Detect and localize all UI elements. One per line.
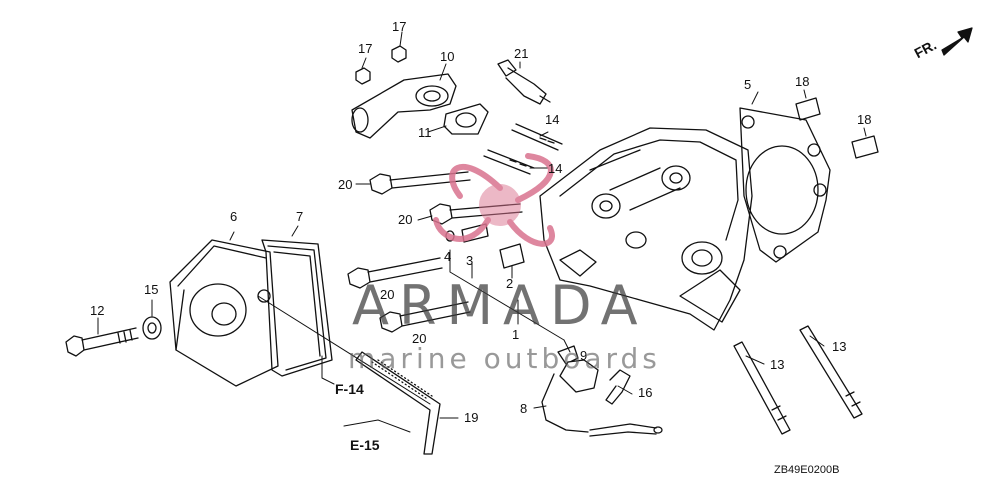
oil-sensor <box>541 345 663 437</box>
dowel-18 <box>795 97 879 159</box>
callout-20: 20 <box>380 287 395 302</box>
callout-14: 14 <box>548 161 563 176</box>
stud-13 <box>733 325 863 435</box>
callout-13: 13 <box>770 357 785 372</box>
stud-14 <box>483 123 563 175</box>
callout-2: 2 <box>506 276 514 291</box>
callout-20: 20 <box>338 177 353 192</box>
front-arrow-icon <box>941 27 973 56</box>
watermark-subtitle: marine outboards <box>348 342 661 375</box>
washer-15 <box>142 316 162 340</box>
dowel-pins <box>445 223 525 269</box>
callout-9: 9 <box>580 348 588 363</box>
callout-20: 20 <box>412 331 427 346</box>
bolt-12 <box>65 327 139 357</box>
callout-17: 17 <box>358 41 373 56</box>
head-cover-gasket <box>261 239 333 377</box>
callout-8: 8 <box>520 401 528 416</box>
watermark-title: ARMADA <box>352 274 648 337</box>
callout-1: 1 <box>512 327 520 342</box>
callout-7: 7 <box>296 209 304 224</box>
callout-21: 21 <box>514 46 529 61</box>
callout-5: 5 <box>744 77 752 92</box>
callout-19: 19 <box>464 410 479 425</box>
gasket-11 <box>443 103 489 135</box>
callout-17: 17 <box>392 19 407 34</box>
insulator-10 <box>351 73 457 139</box>
callout-13: 13 <box>832 339 847 354</box>
callout-14: 14 <box>545 112 560 127</box>
callout-15: 15 <box>144 282 159 297</box>
callout-4: 4 <box>444 249 452 264</box>
reference-f14: F-14 <box>335 381 364 397</box>
callout-3: 3 <box>466 253 474 268</box>
watermark-logo-icon <box>433 153 555 247</box>
breather-tube <box>355 351 441 455</box>
callout-16: 16 <box>638 385 653 400</box>
callout-10: 10 <box>440 49 455 64</box>
head-cover <box>169 239 279 387</box>
callout-12: 12 <box>90 303 105 318</box>
leader-lines <box>97 31 867 419</box>
callout-18: 18 <box>857 112 872 127</box>
reference-e15: E-15 <box>350 437 380 453</box>
callout-6: 6 <box>230 209 238 224</box>
spark-plug <box>497 59 551 105</box>
callout-20: 20 <box>398 212 413 227</box>
callout-11: 11 <box>418 125 432 140</box>
head-gasket <box>739 107 831 263</box>
clip-16 <box>605 369 631 405</box>
diagram-code: ZB49E0200B <box>774 464 840 476</box>
cylinder-head <box>539 127 753 331</box>
callout-18: 18 <box>795 74 810 89</box>
